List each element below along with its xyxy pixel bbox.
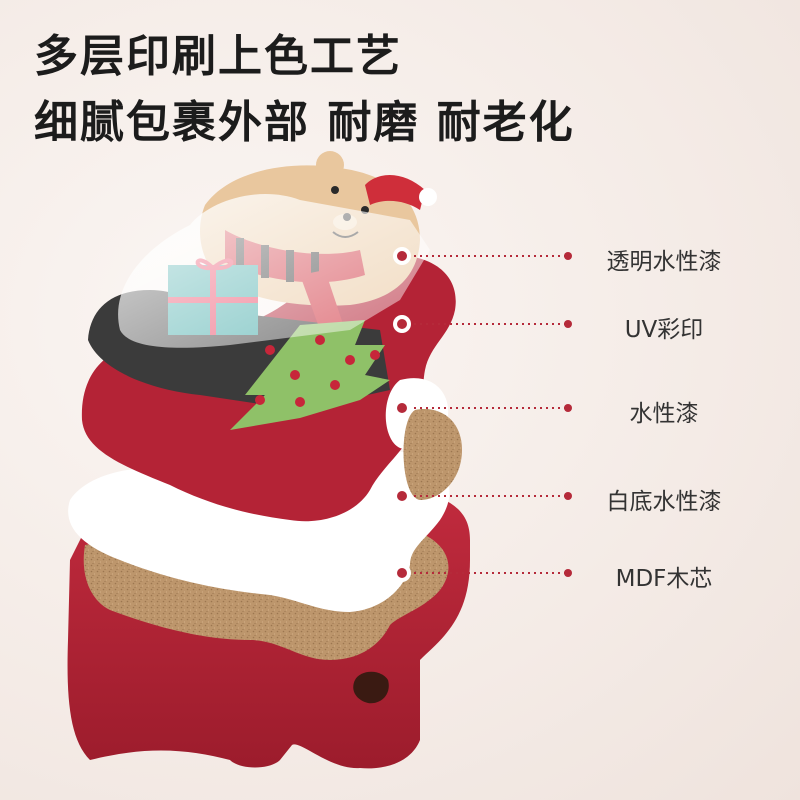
layer-label-clear-lacquer: 透明水性漆 [606,249,722,275]
leader-dot-end-2 [564,320,572,328]
leader-dot-end-3 [564,404,572,412]
leader-dot-start-2 [393,315,411,333]
leader-dot-start-3 [393,399,411,417]
leader-end-dots [564,252,572,577]
leader-dot-end-5 [564,569,572,577]
layer-label-water-lacquer: 水性漆 [629,401,699,427]
layer-label-uv-print: UV彩印 [624,317,704,343]
layer-label-mdf-core: MDF木芯 [615,566,713,592]
leader-dot-start-4 [393,487,411,505]
layer-label-white-primer: 白底水性漆 [606,489,722,515]
clear-lacquer-layer [118,194,430,348]
leader-dot-end-4 [564,492,572,500]
headline-title: 多层印刷上色工艺 [34,31,402,82]
headline-subtitle: 细腻包裹外部 耐磨 耐老化 [34,97,575,148]
leader-start-dots [393,247,411,582]
leader-dot-start-1 [393,247,411,265]
leader-dot-end-1 [564,252,572,260]
leader-dot-start-5 [393,564,411,582]
